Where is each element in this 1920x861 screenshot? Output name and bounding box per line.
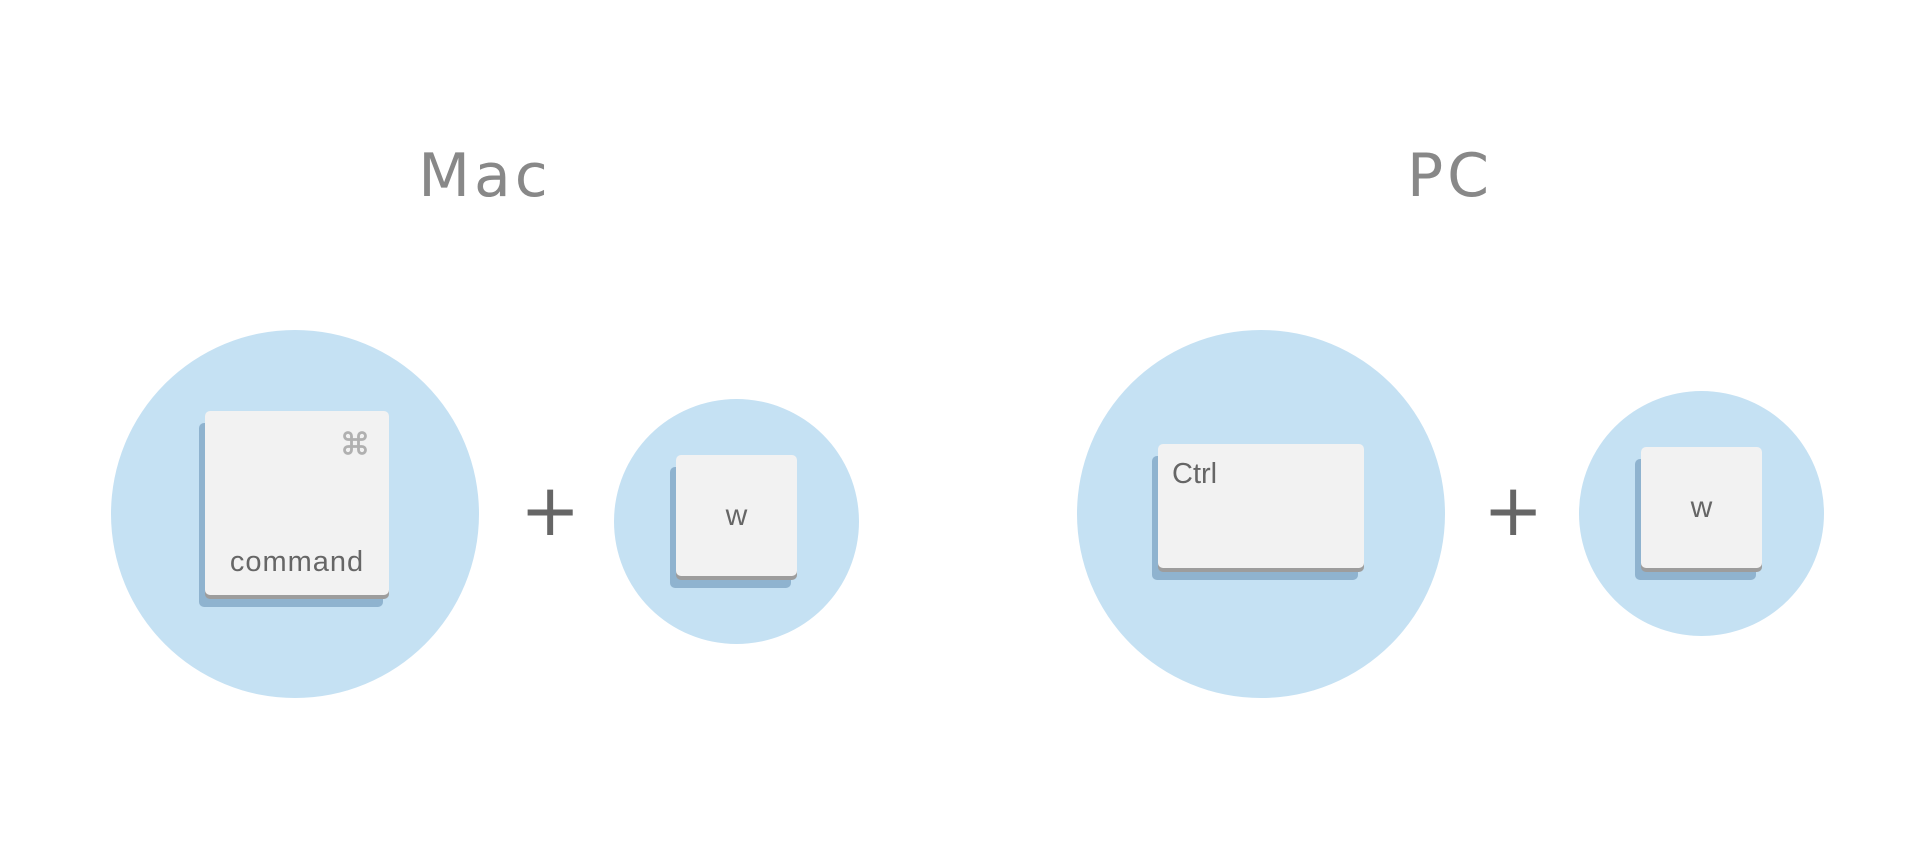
ctrl-key-label: Ctrl	[1172, 458, 1218, 490]
command-key-label: command	[229, 546, 365, 578]
pc-ctrl-key: Ctrl	[1158, 444, 1364, 568]
pc-title: PC	[1406, 141, 1494, 211]
mac-command-key: command	[205, 411, 389, 595]
pc-w-key-label: w	[1690, 491, 1713, 524]
pc-w-key: w	[1641, 447, 1762, 568]
mac-title: Mac	[418, 141, 552, 211]
pc-plus-sign: +	[1483, 468, 1544, 552]
pc-ctrl-circle: Ctrl	[1077, 330, 1445, 698]
command-icon	[343, 431, 367, 455]
mac-plus-sign: +	[520, 468, 581, 552]
mac-w-key: w	[676, 455, 797, 576]
mac-w-key-label: w	[725, 499, 748, 532]
mac-command-circle: command	[111, 330, 479, 698]
pc-w-circle: w	[1579, 391, 1824, 636]
mac-w-circle: w	[614, 399, 859, 644]
